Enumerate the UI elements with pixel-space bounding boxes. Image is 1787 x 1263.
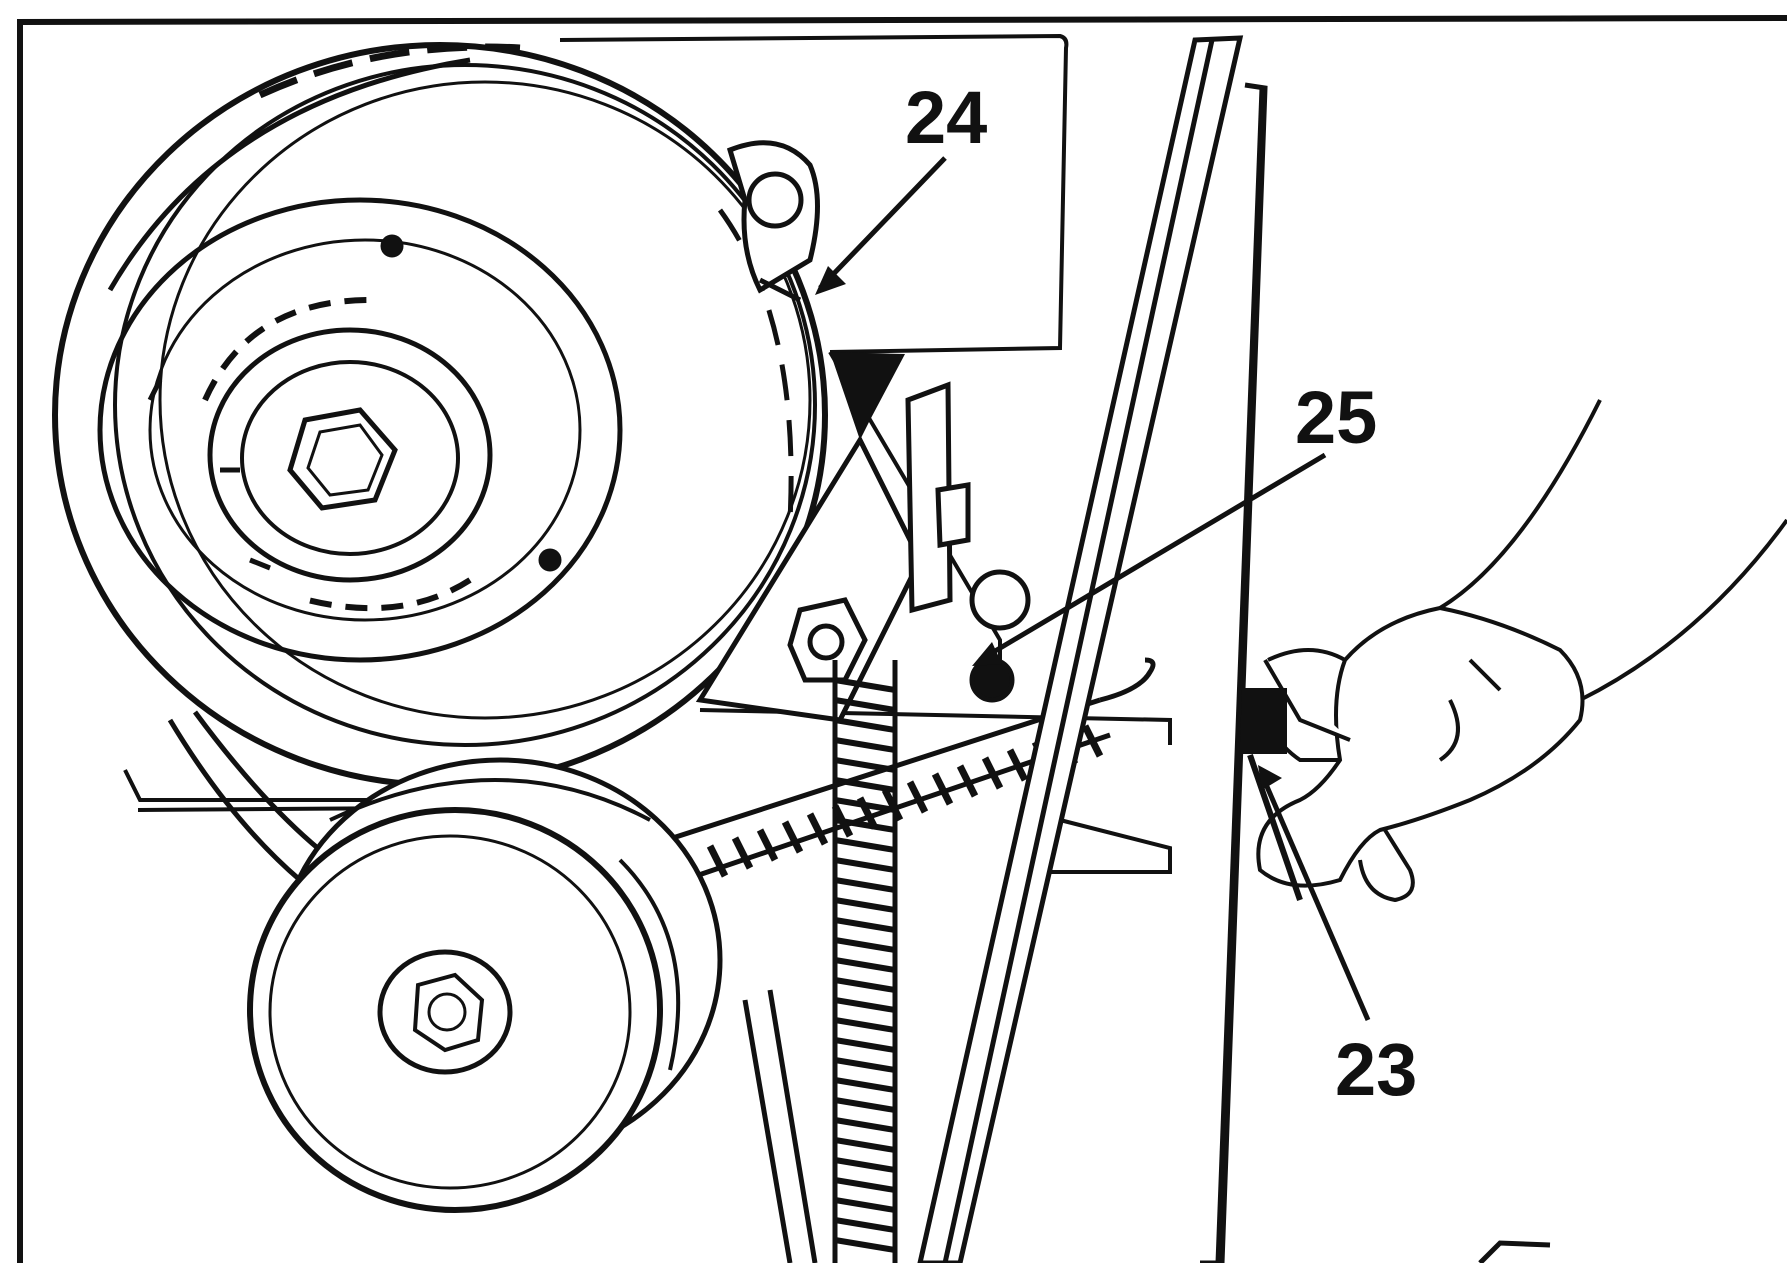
callout-25-label: 25 — [1295, 376, 1377, 459]
callout-23-leader — [1259, 774, 1371, 1021]
corner-mark — [1478, 1240, 1551, 1263]
clutch-stop-bracket — [726, 140, 820, 303]
clutch-bolt-hole — [380, 234, 404, 258]
callout-23-label: 23 — [1335, 1028, 1417, 1111]
clutch-pulley-rim — [52, 42, 828, 788]
callout-leaders — [818, 156, 1371, 1021]
callout-arrowheads — [815, 266, 1282, 790]
vertical-spring — [832, 660, 898, 1263]
tension-rod-knob — [1243, 688, 1287, 754]
housing-plate — [123, 33, 1172, 874]
hand-with-rod — [1243, 399, 1787, 903]
idler-hex-nut — [412, 972, 485, 1053]
clutch-bolt-hole — [538, 548, 562, 572]
callout-24-label: 24 — [905, 76, 987, 159]
callout-25-leader — [978, 452, 1327, 663]
idler-pulley — [247, 757, 723, 1213]
drive-belt — [167, 35, 1268, 1263]
callout-24-leader — [818, 156, 947, 290]
clutch-hub — [207, 327, 493, 583]
housing-shadow — [830, 352, 905, 440]
clutch-pulley — [52, 42, 828, 788]
figure-frame — [17, 15, 1787, 1263]
